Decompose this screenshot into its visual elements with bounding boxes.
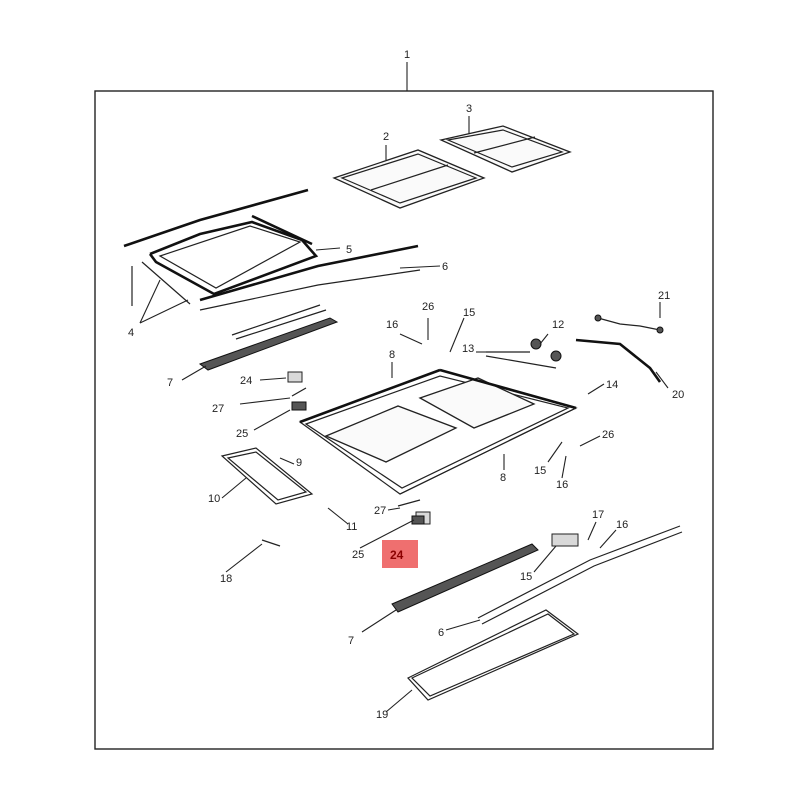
callout-2: 2: [383, 131, 389, 143]
callout-15: 15: [534, 465, 546, 477]
callout-25: 25: [236, 428, 248, 440]
callout-26: 26: [422, 301, 434, 313]
glass-panel-front: [332, 149, 486, 209]
wiring-harness-21: [594, 314, 664, 334]
callout-6: 6: [442, 261, 448, 273]
callout-7: 7: [348, 635, 354, 647]
weatherstrip-lower: [391, 543, 539, 613]
callout-27: 27: [212, 403, 224, 415]
callout-11: 11: [346, 521, 357, 533]
glass-panel-rear: [438, 125, 572, 173]
motor-12: [530, 338, 562, 362]
headliner-19: [407, 609, 580, 701]
callout-8: 8: [500, 472, 506, 484]
highlight-box: [382, 540, 418, 568]
callout-5: 5: [346, 244, 352, 256]
callout-6: 6: [438, 627, 444, 639]
bracket-24-upper: [287, 371, 303, 383]
clip-27-lower: [397, 499, 421, 507]
leader-lines: [139, 116, 669, 713]
callout-16: 16: [386, 319, 398, 331]
bracket-25-lower: [411, 515, 425, 525]
callout-13: 13: [462, 343, 474, 355]
callout-25: 25: [352, 549, 364, 561]
callout-15: 15: [463, 307, 475, 319]
callout-26: 26: [602, 429, 614, 441]
assembly-frame: [94, 90, 714, 750]
callout-4: 4: [128, 327, 134, 339]
callout-16: 16: [616, 519, 628, 531]
rail-guide-lower: [551, 533, 579, 547]
sunshade-side: [220, 447, 314, 505]
drive-cable-13: [485, 351, 557, 369]
callout-15: 15: [520, 571, 532, 583]
callout-9: 9: [296, 457, 302, 469]
weatherstrip-upper: [198, 304, 339, 371]
callout-labels: 1 2 3 4 5 6 7 24 27 25 16 26 15 8 13 12 …: [128, 49, 684, 721]
callout-7: 7: [167, 377, 173, 389]
callout-8: 8: [389, 349, 395, 361]
callout-3: 3: [466, 103, 472, 115]
clip-27-upper: [291, 387, 307, 397]
callout-19: 19: [376, 709, 388, 721]
screw-18: [261, 539, 281, 547]
callout-16: 16: [556, 479, 568, 491]
callout-12: 12: [552, 319, 564, 331]
callout-1: 1: [404, 49, 410, 61]
roof-panel-upper: [123, 188, 421, 311]
callout-24-highlighted: 24: [390, 548, 404, 562]
callout-14: 14: [606, 379, 618, 391]
drain-hose-20: [575, 338, 662, 383]
guide-rail-lower: [477, 525, 683, 625]
callout-18: 18: [220, 573, 232, 585]
bracket-25-upper: [291, 401, 307, 411]
callout-27: 27: [374, 505, 386, 517]
callout-17: 17: [592, 509, 604, 521]
callout-24: 24: [240, 375, 252, 387]
callout-10: 10: [208, 493, 220, 505]
callout-21: 21: [658, 290, 670, 302]
callout-20: 20: [672, 389, 684, 401]
sunroof-frame: [298, 368, 578, 495]
